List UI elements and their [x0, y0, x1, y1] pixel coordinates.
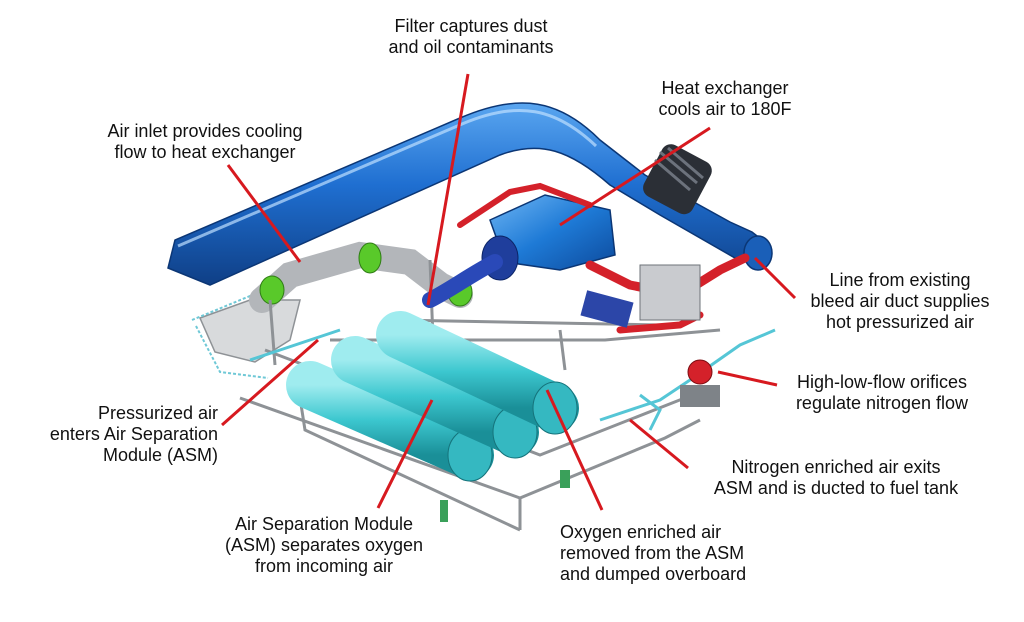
- callout-asm-line-1: Air Separation Module: [234, 514, 414, 534]
- callout-pressurized-air: Pressurized air enters Air Separation Mo…: [40, 403, 218, 466]
- callout-nitrogen-line-2: ASM and is ducted to fuel tank: [713, 478, 959, 498]
- callout-filter: Filter captures dust and oil contaminant…: [383, 16, 559, 58]
- callout-pressurized-air-line-1: Pressurized air: [97, 403, 218, 423]
- callout-oxygen-line-1: Oxygen enriched air: [560, 522, 722, 542]
- callout-filter-line-2: and oil contaminants: [388, 37, 554, 57]
- callout-pressurized-air-line-3: Module (ASM): [102, 445, 218, 465]
- bleed-air-duct: [167, 102, 773, 286]
- leader-filter: [426, 73, 470, 306]
- callout-pressurized-air-line-2: enters Air Separation: [49, 424, 218, 444]
- cyan-lines: [249, 328, 776, 431]
- leader-lines: [221, 73, 797, 511]
- callout-orifices: High-low-flow orifices regulate nitrogen…: [782, 372, 982, 414]
- leader-orifices: [717, 370, 778, 387]
- callout-heat-exchanger-line-1: Heat exchanger: [661, 78, 789, 98]
- callout-oxygen-line-2: removed from the ASM: [560, 543, 745, 563]
- callout-bleed-line-line-2: bleed air duct supplies: [810, 291, 990, 311]
- callout-orifices-line-2: regulate nitrogen flow: [795, 393, 969, 413]
- callout-heat-exchanger: Heat exchanger cools air to 180F: [655, 78, 795, 120]
- callout-nitrogen-line-1: Nitrogen enriched air exits: [731, 457, 941, 477]
- leader-pressurized-air: [221, 338, 319, 427]
- callout-filter-line-1: Filter captures dust: [394, 16, 548, 36]
- air-inlet-panel: [191, 294, 301, 379]
- callout-orifices-line-1: High-low-flow orifices: [796, 372, 968, 392]
- leader-air-inlet: [226, 164, 302, 263]
- callout-air-inlet: Air inlet provides cooling flow to heat …: [96, 121, 314, 163]
- asm-tanks: [286, 311, 579, 482]
- leader-bleed-line: [753, 256, 797, 300]
- callout-oxygen-line-3: and dumped overboard: [560, 564, 747, 584]
- heat-exchanger: [422, 194, 616, 308]
- callout-nitrogen: Nitrogen enriched air exits ASM and is d…: [694, 457, 978, 499]
- callout-oxygen: Oxygen enriched air removed from the ASM…: [560, 522, 770, 585]
- callout-asm: Air Separation Module (ASM) separates ox…: [224, 514, 424, 577]
- callout-bleed-line-line-1: Line from existing: [829, 270, 971, 290]
- callout-air-inlet-line-1: Air inlet provides cooling: [107, 121, 303, 141]
- leader-nitrogen: [629, 418, 689, 470]
- callout-bleed-line-line-3: hot pressurized air: [825, 312, 975, 332]
- valve-assembly: [440, 264, 720, 522]
- leader-oxygen: [545, 389, 604, 511]
- leader-heat-exchanger: [559, 126, 711, 227]
- callout-asm-line-2: (ASM) separates oxygen: [224, 535, 424, 555]
- leader-asm: [376, 399, 434, 509]
- callout-bleed-line: Line from existing bleed air duct suppli…: [800, 270, 1000, 333]
- callout-asm-line-3: from incoming air: [254, 556, 394, 576]
- callout-air-inlet-line-2: flow to heat exchanger: [114, 142, 296, 162]
- callout-heat-exchanger-line-2: cools air to 180F: [658, 99, 792, 119]
